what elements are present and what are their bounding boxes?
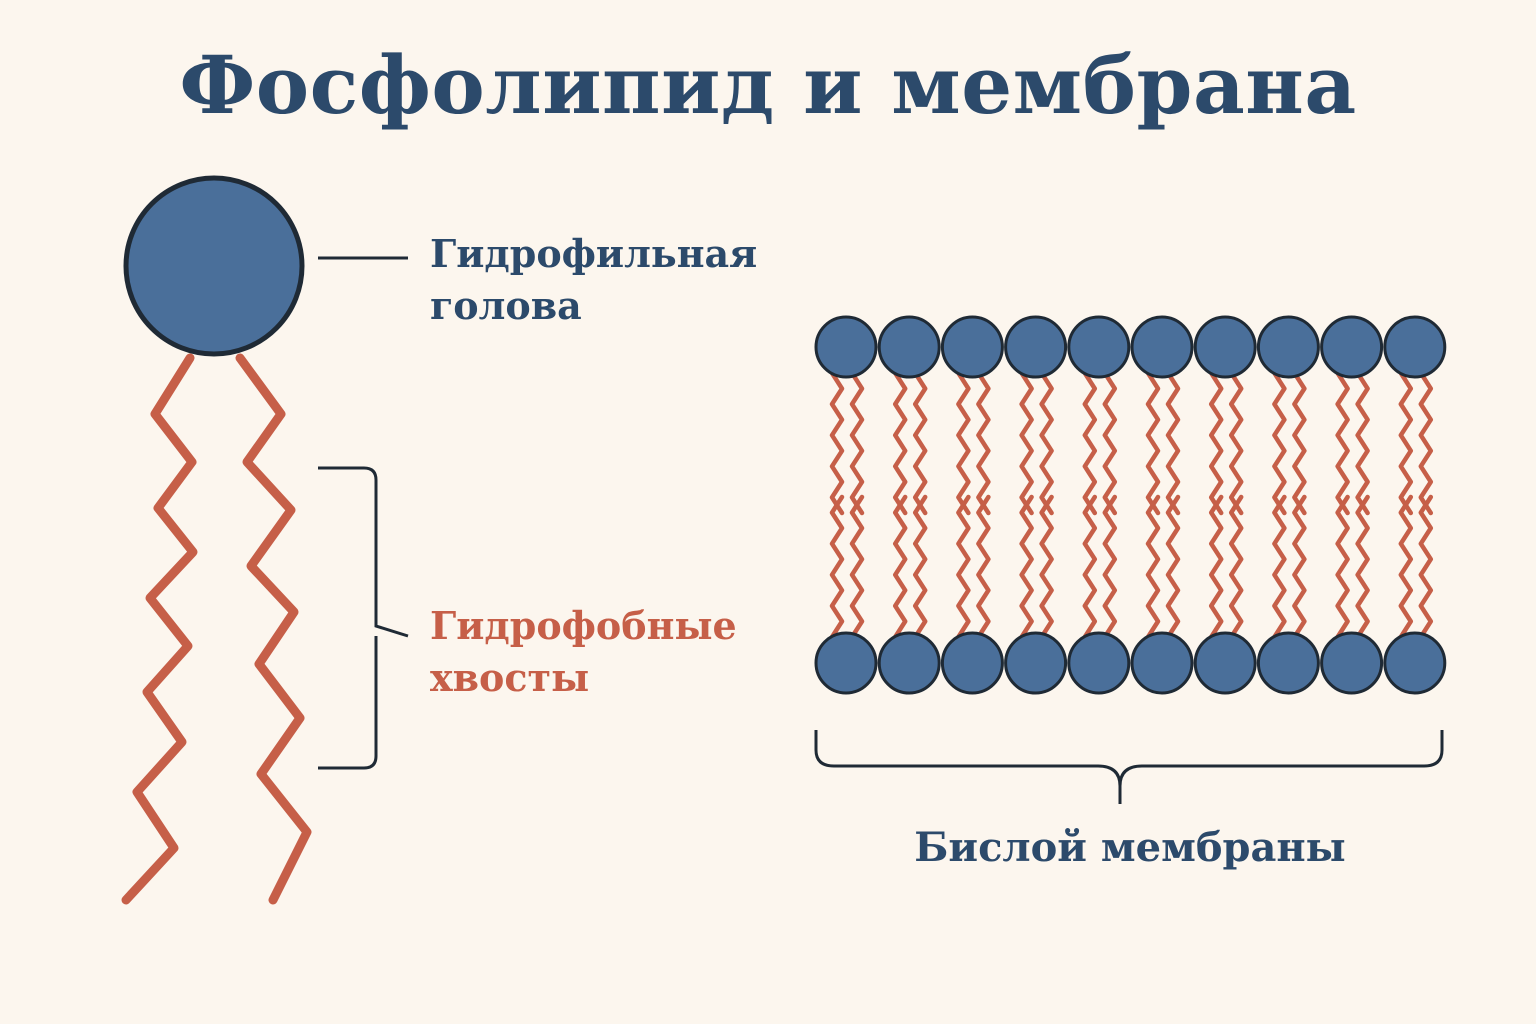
lipid-head [1256,315,1320,379]
lipid-tail [1208,494,1224,640]
hydrophilic-head [123,175,305,357]
lipid-tail [1355,494,1370,640]
bilayer-label: Бислой мембраны [914,824,1346,871]
lipid-tail [1145,494,1161,640]
lipid-tail [976,494,991,640]
lipid-tail [1228,494,1244,640]
lipid-head [1383,631,1447,695]
lipid-head [1130,315,1194,379]
lipid-tail [892,494,908,640]
lipid-head [877,631,941,695]
lipid-tail [1335,494,1350,640]
membrane-bilayer [814,315,1447,695]
lipid-head [1383,315,1447,379]
lipid-head [877,315,941,379]
tail-label-line1: Гидрофобные [430,603,737,648]
tail-label-line2: хвосты [430,655,590,700]
lipid-tail [956,370,971,516]
lipid-tail [1292,494,1307,640]
lipid-head [1067,315,1131,379]
lipid-tail [1165,370,1181,516]
upper-leaflet-tails [829,370,1434,516]
lipid-head [940,315,1004,379]
lipid-tail [1228,370,1244,516]
lipid-head [1320,315,1384,379]
lower-leaflet-tails [829,494,1434,640]
lipid-tail [849,370,865,516]
lipid-tail [912,494,928,640]
lipid-tail [829,494,845,640]
tails-bracket [318,466,409,770]
lipid-head [1067,631,1131,695]
hydrophobic-tail-left [121,353,198,905]
lipid-tail [1355,370,1370,516]
lipid-tail [849,494,865,640]
lipid-tail [1398,370,1414,516]
lipid-tail [1272,494,1287,640]
lipid-head [1130,631,1194,695]
lipid-tail [1082,494,1098,640]
lipid-tail [976,370,991,516]
lipid-tail [892,370,908,516]
lipid-tail [1418,370,1434,516]
lipid-head [1193,631,1257,695]
lipid-tail [1102,370,1118,516]
lipid-tail [1398,494,1414,640]
lipid-tail [1165,494,1181,640]
lipid-tail [1082,370,1098,516]
lipid-tail [1208,370,1224,516]
lipid-tail [1102,494,1118,640]
lipid-tail [1272,370,1287,516]
lipid-head [1004,315,1068,379]
lipid-tail [1418,494,1434,640]
hydrophobic-tails-label: Гидрофобные хвосты [430,600,737,704]
lipid-tail [1019,370,1034,516]
single-phospholipid [121,175,312,905]
lipid-head [814,315,878,379]
lipid-tail [1019,494,1034,640]
head-label-line2: голова [430,283,582,328]
lipid-tail [1039,370,1054,516]
lipid-head [1193,315,1257,379]
hydrophilic-head-label: Гидрофильная голова [430,228,757,332]
lipid-tail [1145,370,1161,516]
head-label-line1: Гидрофильная [430,231,758,276]
lipid-head [1256,631,1320,695]
lipid-tail [1039,494,1054,640]
lipid-tail [912,370,928,516]
lipid-head [1004,631,1068,695]
lipid-head [940,631,1004,695]
lower-leaflet-heads [814,631,1447,695]
upper-leaflet-heads [814,315,1447,379]
lipid-tail [1335,370,1350,516]
hydrophobic-tail-right [235,353,312,905]
lipid-head [814,631,878,695]
lipid-tail [956,494,971,640]
lipid-tail [1292,370,1307,516]
bilayer-brace [814,730,1444,804]
page-title: Фосфолипид и мембрана [179,38,1357,132]
lipid-head [1320,631,1384,695]
lipid-tail [829,370,845,516]
